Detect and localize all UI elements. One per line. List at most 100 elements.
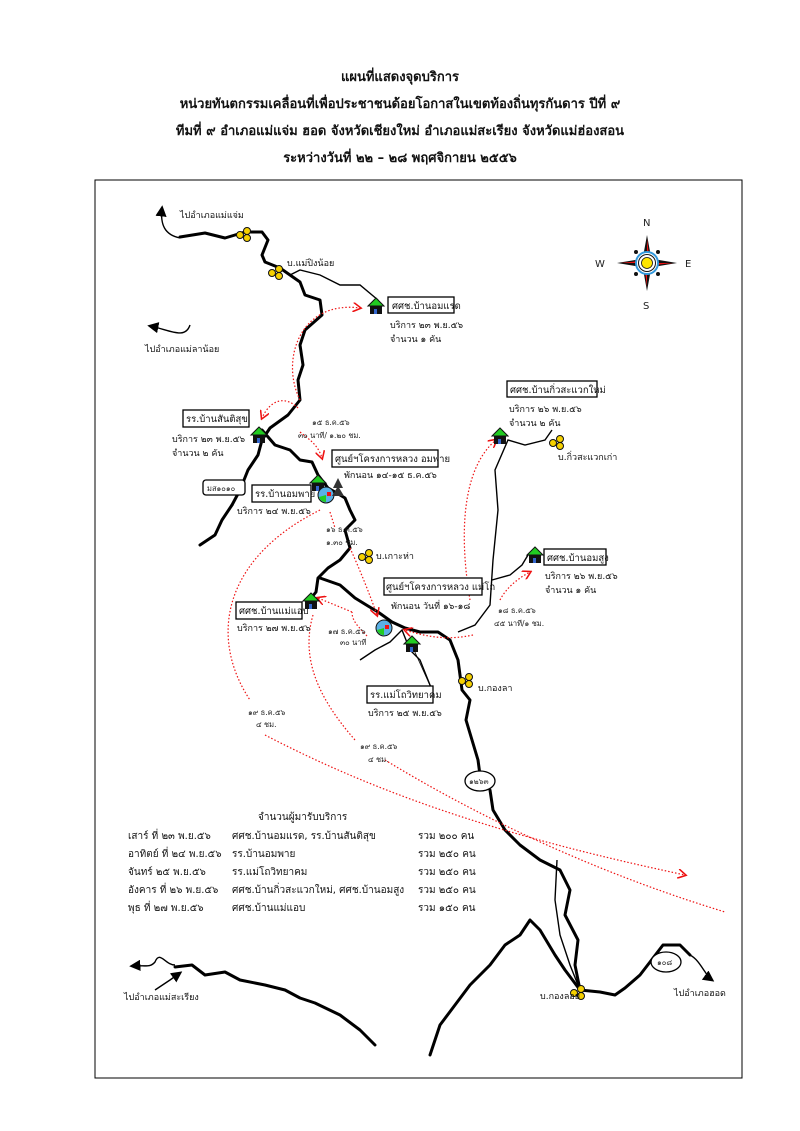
route-note: ๑๙ ธ.ค.๕๖๔ ชม. xyxy=(248,708,286,729)
site-mae-tho-school: รร.แม่โถวิทยาคม บริการ ๒๕ พ.ย.๕๖ xyxy=(366,685,442,719)
svg-text:เสาร์ ที่ ๒๓ พ.ย.๕๖: เสาร์ ที่ ๒๓ พ.ย.๕๖ xyxy=(128,828,211,842)
svg-text:จำนวน ๒ คัน: จำนวน ๒ คัน xyxy=(172,448,224,459)
summary-row: เสาร์ ที่ ๒๓ พ.ย.๕๖ ศศช.บ้านอมแรด, รร.บ้า… xyxy=(128,828,474,842)
tree-icon xyxy=(332,478,344,496)
road-number: ๑๒๖๓ xyxy=(469,777,489,786)
svg-text:บริการ ๒๓ พ.ย.๕๖: บริการ ๒๓ พ.ย.๕๖ xyxy=(172,434,245,445)
svg-text:บริการ ๒๓ พ.ย.๕๖: บริการ ๒๓ พ.ย.๕๖ xyxy=(390,320,463,331)
svg-text:รวม ๑๕๐ คน: รวม ๑๕๐ คน xyxy=(418,903,476,914)
royal-project-center-icon xyxy=(317,486,335,504)
summary-row: อาทิตย์ ที่ ๒๔ พ.ย.๕๖ รร.บ้านอมพาย รวม ๒๕๐… xyxy=(128,846,476,860)
svg-text:อาทิตย์ ที่ ๒๔ พ.ย.๕๖: อาทิตย์ ที่ ๒๔ พ.ย.๕๖ xyxy=(128,846,222,860)
compass-west: W xyxy=(595,259,605,270)
svg-text:รร.บ้านอมพาย: รร.บ้านอมพาย xyxy=(255,489,315,500)
svg-text:บริการ ๒๖ พ.ย.๕๖: บริการ ๒๖ พ.ย.๕๖ xyxy=(509,404,582,415)
svg-text:ศูนย์ฯโครงการหลวง แม่โถ: ศูนย์ฯโครงการหลวง แม่โถ xyxy=(386,581,495,593)
map-frame xyxy=(94,179,743,1079)
village-kong-loi: บ.กองลอย xyxy=(540,992,580,1002)
svg-text:๑๘ ธ.ค.๕๖: ๑๘ ธ.ค.๕๖ xyxy=(498,606,536,615)
site-santisuk: รร.บ้านสันติสุข บริการ ๒๓ พ.ย.๕๖ จำนวน ๒… xyxy=(172,409,250,459)
direction-mae-chaem: ไปอำเภอแม่แจ่ม xyxy=(179,210,244,221)
site-mae-aeb: ศศช.บ้านแม่แอบ บริการ ๒๗ พ.ย.๕๖ xyxy=(235,601,311,634)
compass-east: E xyxy=(685,259,691,270)
svg-text:รร.แม่โถวิทยาคม: รร.แม่โถวิทยาคม xyxy=(232,865,307,878)
school-house-icon xyxy=(491,427,509,445)
svg-text:บริการ ๒๖ พ.ย.๕๖: บริการ ๒๖ พ.ย.๕๖ xyxy=(545,571,618,582)
route-note: ๑๙ ธ.ค.๕๖๔ ชม. xyxy=(360,742,398,764)
svg-text:พักนอน ๑๔-๑๕ ธ.ค.๕๖: พักนอน ๑๔-๑๕ ธ.ค.๕๖ xyxy=(344,471,437,481)
svg-text:ศศช.บ้านแม่แอบ: ศศช.บ้านแม่แอบ xyxy=(239,606,309,617)
svg-text:๑๙ ธ.ค.๕๖: ๑๙ ธ.ค.๕๖ xyxy=(248,708,286,717)
direction-mae-la-noi: ไปอำเภอแม่ลาน้อย xyxy=(144,344,219,355)
site-mae-tho-center: ศูนย์ฯโครงการหลวง แม่โถ พักนอน วันที่ ๑๖… xyxy=(383,577,495,612)
svg-text:ศศช.บ้านแม่แอบ: ศศช.บ้านแม่แอบ xyxy=(232,902,305,914)
village-kong-la: บ.กองลา xyxy=(478,684,512,694)
site-kiew-sawaek-mai: ศศช.บ้านกิ่วสะแวกใหม่ บริการ ๒๖ พ.ย.๕๖ จ… xyxy=(506,380,606,429)
compass-south: S xyxy=(643,301,649,312)
svg-text:๔๕ นาที/๑ ชม.: ๔๕ นาที/๑ ชม. xyxy=(494,619,544,628)
svg-text:บริการ ๒๔ พ.ย.๕๖: บริการ ๒๔ พ.ย.๕๖ xyxy=(237,506,311,517)
svg-text:รร.บ้านอมพาย: รร.บ้านอมพาย xyxy=(232,848,295,860)
summary-row: อังคาร ที่ ๒๖ พ.ย.๕๖ศศช.บ้านกิ่วสะแวกใหม… xyxy=(128,882,476,896)
svg-text:จันทร์ ๒๕ พ.ย.๕๖: จันทร์ ๒๕ พ.ย.๕๖ xyxy=(128,866,206,878)
svg-text:จำนวน ๒ คัน: จำนวน ๒ คัน xyxy=(509,418,561,429)
village-kiew-sawaek-kao: บ.กิ่วสะแวกเก่า xyxy=(558,450,617,463)
summary-title: จำนวนผู้มารับบริการ xyxy=(258,811,348,823)
svg-text:บริการ ๒๗ พ.ย.๕๖: บริการ ๒๗ พ.ย.๕๖ xyxy=(237,623,311,634)
map-subtitle-dates: ระหว่างวันที่ ๒๒ – ๒๘ พฤศจิกายน ๒๕๕๖ xyxy=(283,151,517,166)
svg-text:รวม ๒๕๐ คน: รวม ๒๕๐ คน xyxy=(418,849,476,860)
compass-rose: N S E W xyxy=(595,218,691,312)
svg-text:๑.๓๐ ชม.: ๑.๓๐ ชม. xyxy=(326,538,358,547)
leader-line xyxy=(413,649,433,691)
road-number: มส๑๐๑๐ xyxy=(207,484,236,493)
svg-text:จำนวน ๑ คัน: จำนวน ๑ คัน xyxy=(545,585,596,596)
summary-row: จันทร์ ๒๕ พ.ย.๕๖ รร.แม่โถวิทยาคม รวม ๒๕๐ ค… xyxy=(128,865,476,878)
svg-text:บริการ ๒๕ พ.ย.๕๖: บริการ ๒๕ พ.ย.๕๖ xyxy=(368,708,442,719)
road-number-sign xyxy=(464,770,496,792)
svg-text:ศศช.บ้านกิ่วสะแวกใหม่, ศศช.บ้า: ศศช.บ้านกิ่วสะแวกใหม่, ศศช.บ้านอมสูง xyxy=(232,882,404,896)
road-number: ๑๐๘ xyxy=(657,958,672,967)
service-summary-table: จำนวนผู้มารับบริการ เสาร์ ที่ ๒๓ พ.ย.๕๖ศ… xyxy=(128,811,476,914)
direction-hot: ไปอำเภอฮอด xyxy=(673,988,726,999)
road-number-sign xyxy=(202,479,246,496)
svg-text:ศศช.บ้านกิ่วสะแวกใหม่: ศศช.บ้านกิ่วสะแวกใหม่ xyxy=(510,383,606,396)
svg-text:๑๖ ธ.ค.๕๖: ๑๖ ธ.ค.๕๖ xyxy=(326,525,363,534)
road-number-sign xyxy=(650,951,682,973)
svg-text:รวม ๒๕๐ คน: รวม ๒๕๐ คน xyxy=(418,867,476,878)
school-house-icon xyxy=(403,635,421,653)
school-house-icon xyxy=(250,426,268,444)
village-icon xyxy=(268,265,283,280)
svg-text:ศูนย์ฯโครงการหลวง อมพาย: ศูนย์ฯโครงการหลวง อมพาย xyxy=(335,453,450,465)
svg-text:๑๕ ธ.ค.๕๖: ๑๕ ธ.ค.๕๖ xyxy=(312,418,350,427)
svg-text:ศศช.บ้านอมแรด, รร.บ้านสันติสุข: ศศช.บ้านอมแรด, รร.บ้านสันติสุข xyxy=(232,830,376,842)
svg-text:๔ ชม.: ๔ ชม. xyxy=(256,720,276,729)
school-house-icon xyxy=(367,297,385,315)
site-om-phai-school: รร.บ้านอมพาย บริการ ๒๔ พ.ย.๕๖ xyxy=(237,484,315,517)
map-title: แผนที่แสดงจุดบริการ xyxy=(340,70,459,85)
svg-text:จำนวน ๑ คัน: จำนวน ๑ คัน xyxy=(390,334,441,345)
route-note: ๑๖ ธ.ค.๕๖๑.๓๐ ชม. xyxy=(326,525,363,547)
school-house-icon xyxy=(526,546,544,564)
compass-north: N xyxy=(643,218,650,229)
village-icon xyxy=(236,227,251,242)
village-icon xyxy=(358,549,373,564)
map-subtitle-unit: หน่วยทันตกรรมเคลื่อนที่เพื่อประชาชนด้อยโ… xyxy=(179,97,621,112)
svg-text:รวม ๒๕๐ คน: รวม ๒๕๐ คน xyxy=(418,885,476,896)
map-subtitle-team: ทีมที่ ๙ อำเภอแม่แจ่ม ฮอด จังหวัดเชียงให… xyxy=(175,124,625,139)
svg-text:๓๐ นาที: ๓๐ นาที xyxy=(340,638,366,647)
direction-mae-sariang: ไปอำเภอแม่สะเรียง xyxy=(123,992,199,1003)
royal-project-center-icon xyxy=(375,619,393,637)
svg-text:๔ ชม.: ๔ ชม. xyxy=(368,755,388,764)
summary-row: พุธ ที่ ๒๗ พ.ย.๕๖ศศช.บ้านแม่แอบรวม ๑๕๐ ค… xyxy=(128,900,476,914)
svg-text:ศศช.บ้านอมแรด: ศศช.บ้านอมแรด xyxy=(392,301,461,312)
site-om-sung: ศศช.บ้านอมสูง บริการ ๒๖ พ.ย.๕๖ จำนวน ๑ ค… xyxy=(543,548,618,596)
site-om-phai-center: ศูนย์ฯโครงการหลวง อมพาย พักนอน ๑๔-๑๕ ธ.ค… xyxy=(331,449,450,481)
svg-text:รวม ๒๐๐ คน: รวม ๒๐๐ คน xyxy=(418,831,474,842)
svg-text:๓๐ นาที/ ๑.๒๐ ชม.: ๓๐ นาที/ ๑.๒๐ ชม. xyxy=(298,431,361,440)
road-network xyxy=(129,205,715,1057)
svg-text:พักนอน วันที่ ๑๖-๑๘: พักนอน วันที่ ๑๖-๑๘ xyxy=(391,599,470,612)
village-mae-ping-noi: บ.แม่ปิงน้อย xyxy=(287,258,334,269)
